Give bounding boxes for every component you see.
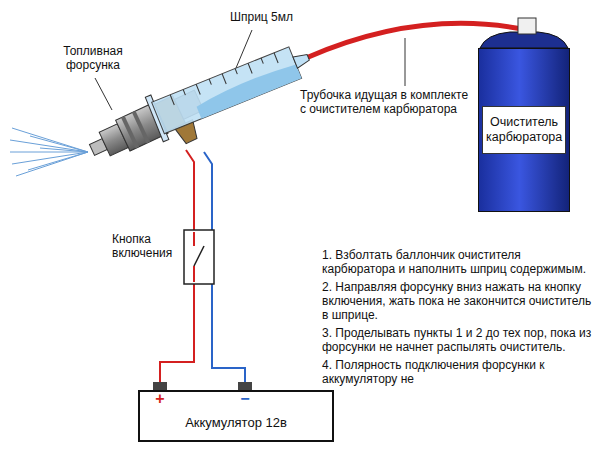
- node-label: Аккумулятор 12в: [185, 415, 287, 431]
- battery-terminal: [238, 382, 252, 390]
- spray: [28, 152, 88, 170]
- wire: [160, 150, 245, 392]
- syringe: [209, 79, 211, 85]
- part-label: Кнопка включения: [112, 232, 180, 260]
- instruction-step: 2. Направляя форсунку вниз нажать на кно…: [322, 280, 592, 322]
- fuel-injector: [132, 111, 150, 144]
- syringe: [195, 62, 302, 119]
- syringe: [170, 95, 174, 105]
- syringe: [170, 53, 278, 105]
- part-label: Трубочка идущая в комплекте с очистителе…: [300, 88, 470, 116]
- spray-can: Очиститель карбюратора: [478, 48, 570, 212]
- syringe: [145, 35, 317, 142]
- wire: [186, 150, 194, 240]
- syringe: [293, 52, 310, 68]
- leader-line: [405, 38, 406, 86]
- switch-symbol: [184, 230, 214, 284]
- syringe: [196, 84, 200, 94]
- syringe: [183, 90, 185, 96]
- switch-symbol: [193, 266, 195, 282]
- wire: [160, 280, 194, 392]
- switch-symbol: [184, 230, 214, 284]
- leader-line: [95, 78, 112, 110]
- leader-line: [236, 30, 252, 68]
- spray: [12, 128, 88, 152]
- syringe: [261, 58, 263, 64]
- spray-can-top: [480, 18, 568, 48]
- syringe: [222, 74, 226, 84]
- spray-can-top: [518, 18, 536, 34]
- switch-symbol: [194, 246, 204, 266]
- instruction-step: 3. Проделывать пункты 1 и 2 до тех пор, …: [322, 326, 592, 354]
- syringe: [248, 63, 252, 73]
- syringe: [235, 69, 237, 75]
- battery-terminal: [153, 382, 252, 390]
- syringe: [274, 53, 278, 63]
- battery: Аккумулятор 12в: [138, 390, 334, 442]
- spray: [40, 148, 88, 152]
- instruction-step: 4. Полярность подключения форсунки к акк…: [322, 358, 592, 386]
- instruction-step: 1. Взболтать баллончик очистителя карбюр…: [322, 248, 592, 276]
- battery-terminal: [153, 382, 167, 390]
- part-label: Топливная форсунка: [38, 44, 148, 72]
- spray: [10, 128, 88, 176]
- terminal-sign: −: [233, 391, 257, 407]
- switch-symbol: [193, 232, 195, 246]
- spray: [30, 136, 88, 152]
- spray: [10, 152, 88, 153]
- spray: [10, 140, 88, 152]
- syringe: [152, 47, 302, 134]
- spray: [16, 152, 88, 176]
- terminal-sign: +: [148, 391, 172, 407]
- node-label: Очиститель карбюратора: [482, 106, 566, 154]
- spray: [12, 152, 88, 164]
- part-label: Шприц 5мл: [230, 10, 310, 24]
